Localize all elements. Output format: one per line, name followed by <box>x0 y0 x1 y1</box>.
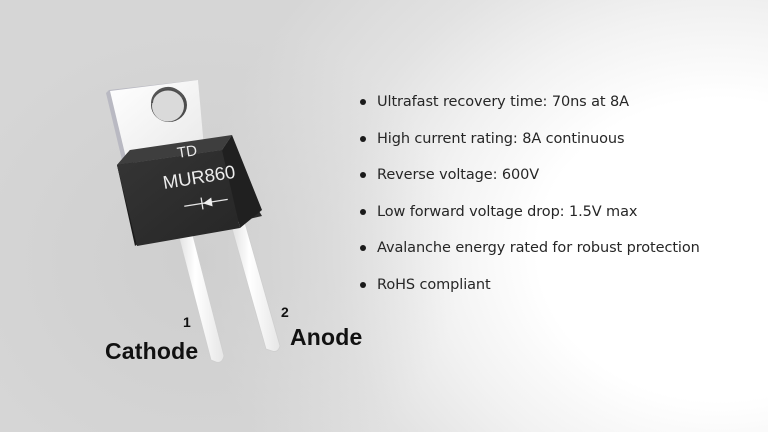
feature-text: Ultrafast recovery time: 70ns at 8A <box>377 94 629 110</box>
feature-item: Low forward voltage drop: 1.5V max <box>357 198 700 235</box>
lead-pin-1 <box>175 223 225 363</box>
feature-text: Reverse voltage: 600V <box>377 167 540 184</box>
bullet-icon <box>360 135 366 142</box>
feature-item: Avalanche energy rated for robust protec… <box>357 234 700 271</box>
feature-list: Ultrafast recovery time: 70ns at 8A High… <box>357 88 700 308</box>
feature-item: High current rating: 8A continuous <box>357 125 700 162</box>
lead-pin-2 <box>228 215 281 352</box>
bullet-icon <box>360 208 366 215</box>
body-top <box>117 135 232 165</box>
pin-1-number: 1 <box>183 314 191 330</box>
feature-text: RoHS compliant <box>377 276 491 293</box>
diode-symbol-icon <box>184 197 228 210</box>
metal-tab <box>106 80 204 160</box>
feature-item: Ultrafast recovery time: 70ns at 8A <box>357 88 700 125</box>
bullet-icon <box>360 245 366 252</box>
feature-text: High current rating: 8A continuous <box>377 130 625 147</box>
feature-item: RoHS compliant <box>357 271 700 308</box>
feature-text: Avalanche energy rated for robust protec… <box>377 240 700 257</box>
bullet-icon <box>360 99 366 105</box>
feature-text: Low forward voltage drop: 1.5V max <box>377 203 638 220</box>
pin-2-label: Anode <box>290 324 363 350</box>
pin-1-label: Cathode <box>105 338 199 364</box>
bullet-icon <box>360 172 366 179</box>
manufacturer-mark: TD <box>176 142 199 162</box>
pin-2-number: 2 <box>281 304 289 320</box>
bullet-icon <box>360 281 366 288</box>
feature-item: Reverse voltage: 600V <box>357 161 700 198</box>
